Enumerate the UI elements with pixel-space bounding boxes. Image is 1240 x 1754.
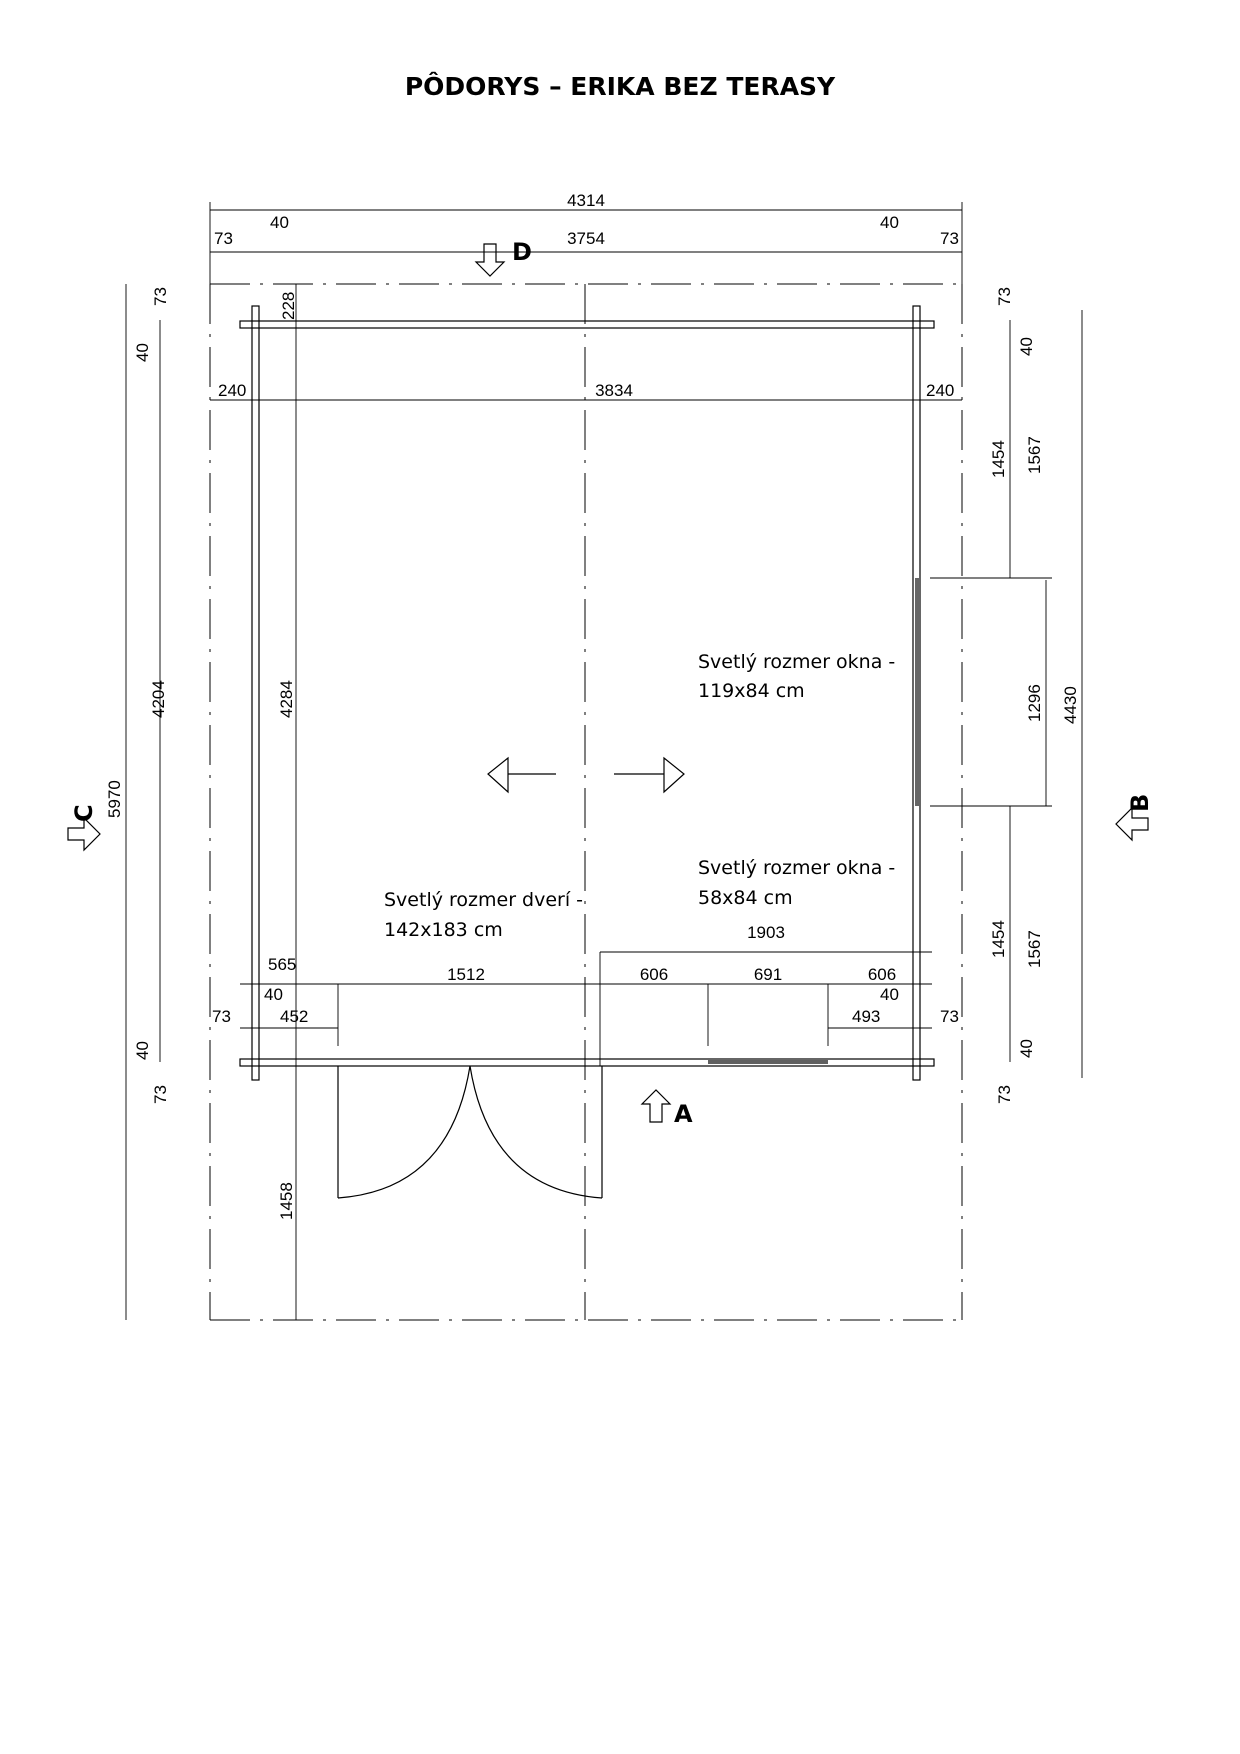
dim-wall-top: 228: [279, 292, 298, 320]
dim-front-board-right: 40: [880, 985, 899, 1004]
note-window1-line2: 119x84 cm: [698, 680, 805, 702]
dim-overhang-tl: 73: [151, 287, 170, 306]
dim-front-565: 565: [268, 955, 296, 974]
direction-arrows: [487, 756, 685, 794]
dim-front-606a: 606: [640, 965, 668, 984]
dim-board-right: 40: [880, 213, 899, 232]
page-title: PÔDORYS – ERIKA BEZ TERASY: [404, 72, 836, 101]
svg-text:A: A: [674, 1100, 693, 1128]
marker-d: D: [474, 238, 532, 277]
svg-text:D: D: [512, 238, 532, 266]
dim-overhang-bl: 73: [151, 1085, 170, 1104]
dim-right-top: 1567: [1025, 436, 1044, 474]
dim-overhang-br: 73: [995, 1085, 1014, 1104]
dim-door-swing: 1458: [277, 1182, 296, 1220]
dim-front-overhang-left: 73: [212, 1007, 231, 1026]
dim-right-bottom-inner: 1454: [989, 920, 1008, 958]
roof-outline: [209, 283, 963, 1321]
dim-board-bl: 40: [133, 1041, 152, 1060]
wall-top: [239, 320, 935, 329]
dim-board-tl: 40: [133, 343, 152, 362]
dim-axis-width: 3754: [567, 229, 605, 248]
note-window1-line1: Svetlý rozmer okna -: [698, 651, 895, 673]
wall-left: [251, 305, 260, 1081]
svg-text:C: C: [70, 804, 98, 822]
svg-text:B: B: [1126, 794, 1154, 812]
dim-board-br: 40: [1017, 1039, 1036, 1058]
marker-c: C: [67, 804, 101, 852]
dim-right-top-inner: 1454: [989, 440, 1008, 478]
dim-depth-inner: 4284: [277, 680, 296, 718]
wall-bottom: [239, 1058, 935, 1067]
dim-front-overhang-right: 73: [940, 1007, 959, 1026]
dim-front-452: 452: [280, 1007, 308, 1026]
dim-front-691: 691: [754, 965, 782, 984]
marker-b: B: [1115, 794, 1154, 842]
marker-a: A: [640, 1089, 693, 1128]
dim-inner-width: 3834: [595, 381, 633, 400]
dim-board-left: 40: [270, 213, 289, 232]
dim-wall-right: 240: [926, 381, 954, 400]
dim-front-1903: 1903: [747, 923, 785, 942]
double-door: [337, 1065, 603, 1199]
dim-front-board: 40: [264, 985, 283, 1004]
note-door-line2: 142x183 cm: [384, 919, 503, 941]
dim-front-1512: 1512: [447, 965, 485, 984]
dim-front-493: 493: [852, 1007, 880, 1026]
dim-right-bottom: 1567: [1025, 930, 1044, 968]
dim-total-width: 4314: [567, 191, 605, 210]
dim-front-606b: 606: [868, 965, 896, 984]
dim-depth-outer: 4204: [149, 680, 168, 718]
dim-total-depth: 5970: [105, 780, 124, 818]
dimension-lines: [125, 202, 1083, 1320]
wall-right: [912, 305, 921, 1081]
dim-overhang-right: 73: [940, 229, 959, 248]
note-door-line1: Svetlý rozmer dverí -: [384, 889, 583, 911]
dim-board-tr: 40: [1017, 337, 1036, 356]
dim-overhang-left: 73: [214, 229, 233, 248]
note-window2-line1: Svetlý rozmer okna -: [698, 857, 895, 879]
note-window2-line2: 58x84 cm: [698, 887, 793, 909]
dim-overhang-tr: 73: [995, 287, 1014, 306]
dim-window-height: 1296: [1025, 684, 1044, 722]
dim-wall-left: 240: [218, 381, 246, 400]
dim-right-total: 4430: [1061, 686, 1080, 724]
